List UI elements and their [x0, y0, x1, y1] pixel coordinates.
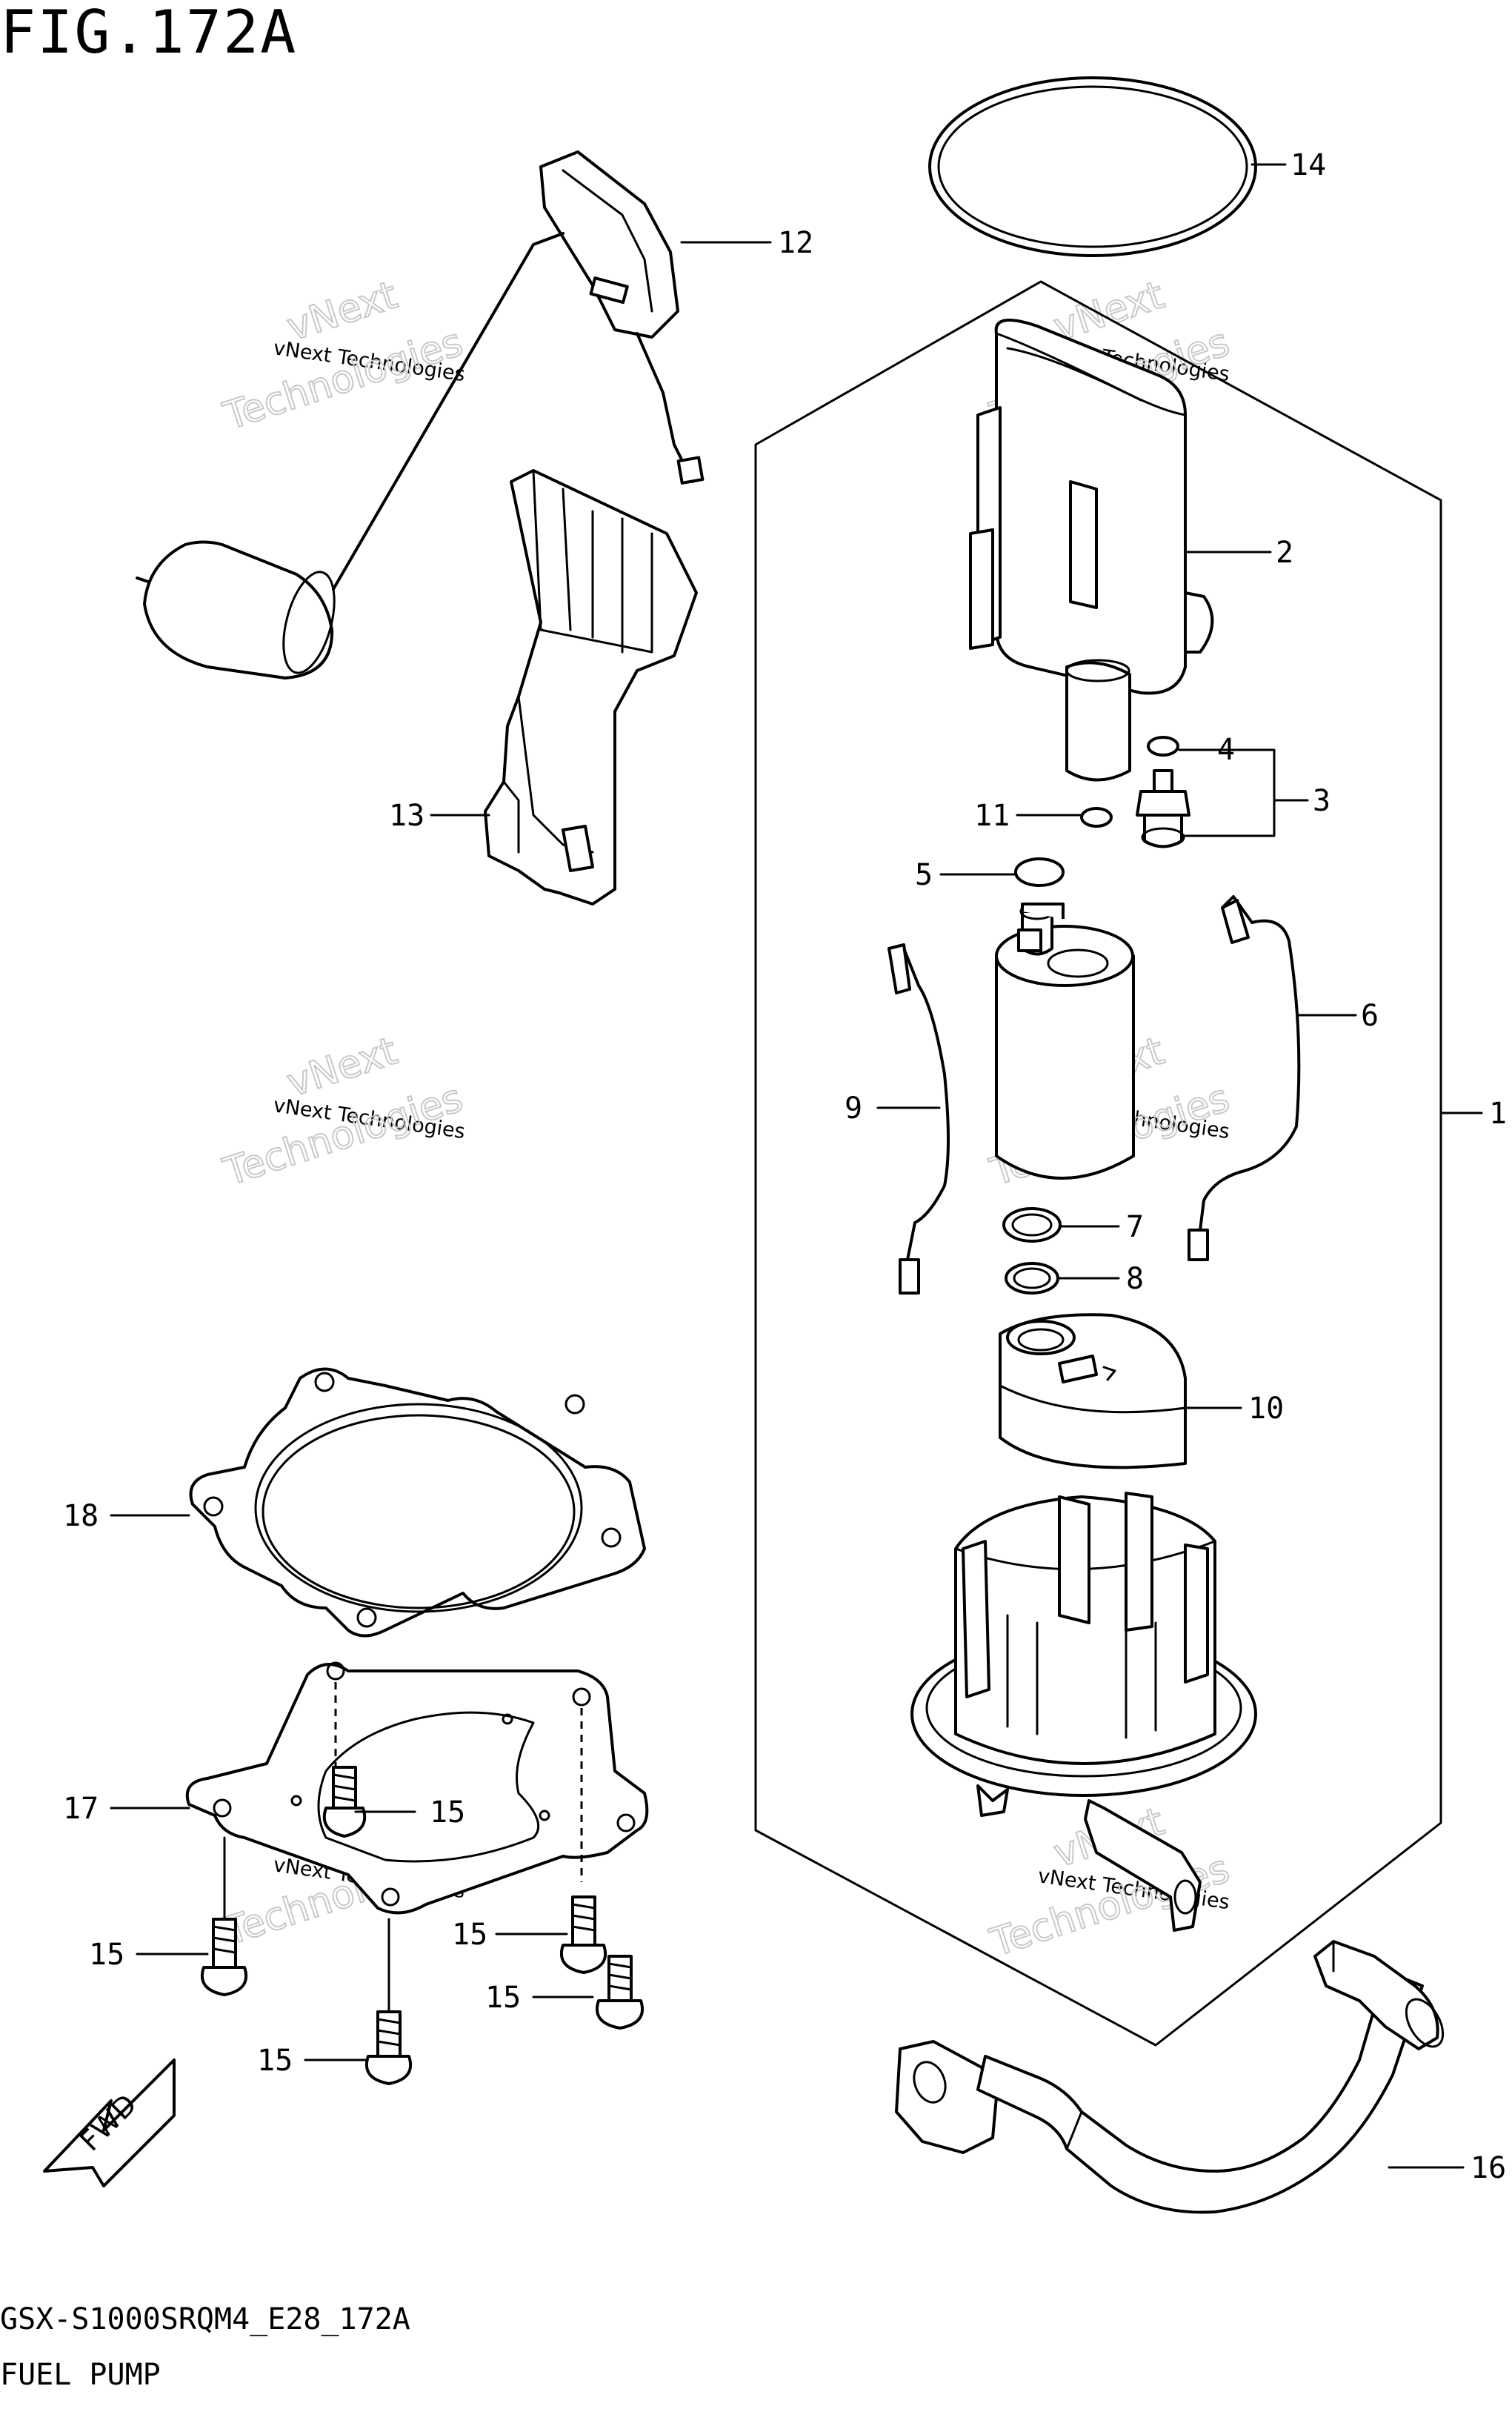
figure-title: FIG.172A [0, 0, 298, 67]
part-9-lead-wire [887, 943, 950, 1295]
watermark-text: vNext [282, 1029, 402, 1106]
callout-13: 13 [389, 799, 424, 833]
callout-11: 11 [974, 799, 1010, 833]
part-12-fuel-level-gauge [136, 150, 705, 679]
part-3-pressure-regulator [1136, 769, 1190, 848]
leader-lines [110, 163, 1483, 2169]
callout-7: 7 [1126, 1210, 1144, 1244]
part-15-bolt [201, 1918, 248, 1996]
part-8-o-ring [1005, 1262, 1059, 1295]
part-16-fuel-hose [895, 1940, 1445, 2214]
part-13-bracket [484, 469, 698, 906]
callout-1: 1 [1489, 1097, 1507, 1131]
callout-8: 8 [1126, 1262, 1144, 1296]
float [136, 540, 336, 679]
part-14-o-ring [928, 76, 1257, 257]
part-10-pump-holder [999, 1313, 1187, 1469]
callout-14: 14 [1290, 148, 1326, 182]
part-15-bolt [560, 1895, 607, 1974]
part-2-fuel-filter [969, 319, 1214, 782]
part-1-assembly-boundary [754, 280, 1442, 2047]
part-15-bolt [596, 1955, 644, 2030]
fwd-arrow: FWD [43, 2058, 176, 2187]
part-15-bolt [365, 2010, 413, 2085]
callout-15: 15 [452, 1918, 487, 1952]
part-11-o-ring [1080, 807, 1113, 828]
callout-6: 6 [1361, 999, 1379, 1033]
callout-18: 18 [63, 1499, 99, 1533]
callout-2: 2 [1276, 536, 1293, 570]
diagram-caption: FUEL PUMP [0, 2358, 161, 2392]
callout-3: 3 [1313, 784, 1331, 818]
model-code: GSX-S1000SRQM4_E28_172A [0, 2302, 410, 2336]
callout-15: 15 [485, 1981, 521, 2015]
callout-15: 15 [257, 2044, 293, 2078]
part-18-gasket [189, 1367, 646, 1638]
callout-10: 10 [1248, 1392, 1284, 1426]
callout-12: 12 [778, 226, 813, 260]
part-15-bolt [322, 1766, 367, 1838]
callout-15: 15 [89, 1938, 124, 1972]
part-6-lead-wire [1188, 895, 1301, 1261]
callout-labels: 14 12 2 4 3 11 5 6 1 9 7 8 10 13 18 17 1… [63, 148, 1507, 2185]
callout-17: 17 [63, 1792, 99, 1826]
callout-9: 9 [845, 1091, 862, 1126]
callout-16: 16 [1471, 2151, 1506, 2185]
fuel-pump-reservoir-base [910, 1492, 1257, 1932]
part-7-ring [1002, 1207, 1062, 1243]
watermark-text: vNext [282, 273, 402, 350]
fuel-pump-motor [995, 903, 1135, 1180]
part-4-o-ring [1147, 736, 1179, 757]
callout-5: 5 [915, 858, 933, 892]
part-5-o-ring [1014, 857, 1065, 887]
part-17-plate [185, 1661, 649, 1915]
callout-15: 15 [430, 1795, 465, 1830]
callout-4: 4 [1217, 733, 1235, 767]
